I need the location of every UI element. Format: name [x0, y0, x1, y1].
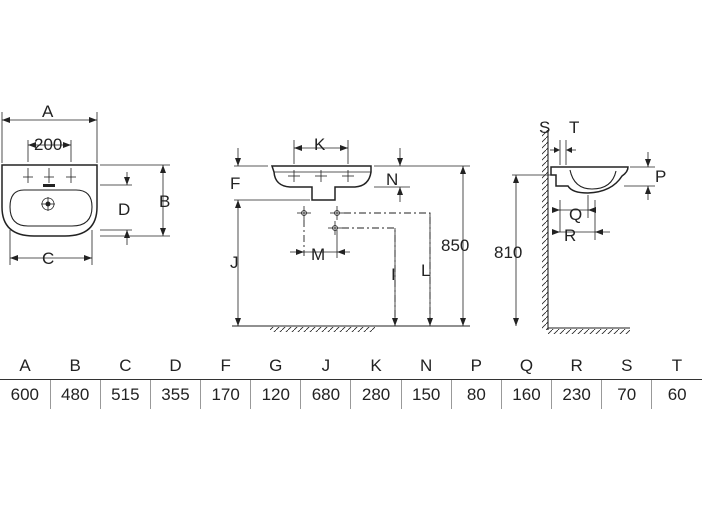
label-k: K [314, 135, 326, 154]
label-l: L [421, 261, 430, 280]
table-header-cell: J [300, 353, 351, 380]
front-view: K F J N [230, 135, 470, 332]
label-850: 850 [441, 236, 469, 255]
table-header-cell: C [100, 353, 151, 380]
label-p: P [655, 167, 666, 186]
label-q: Q [569, 205, 582, 224]
table-header-cell: R [551, 353, 602, 380]
table-header-cell: P [451, 353, 502, 380]
top-view: A 200 B D C [1, 102, 170, 268]
label-s: S [539, 118, 550, 137]
label-i: I [391, 265, 396, 284]
table-value-cell: 280 [350, 379, 402, 409]
table-value-cell: 150 [401, 379, 452, 409]
basin-front [270, 165, 372, 201]
label-t: T [569, 118, 579, 137]
label-d: D [118, 200, 130, 219]
table-value-cell: 230 [551, 379, 603, 409]
table-header-cell: D [150, 353, 201, 380]
table-value-cell: 80 [451, 379, 502, 409]
label-r: R [564, 226, 576, 245]
table-value-cell: 60 [667, 384, 687, 404]
table-header-cell: S [601, 353, 652, 380]
technical-drawing: A 200 B D C [1, 102, 666, 334]
bowl-outline [9, 189, 93, 227]
table-header-cell: G [250, 353, 301, 380]
table-header-cell: F [200, 353, 251, 380]
table-value-cell: 600 [0, 379, 51, 409]
label-c: C [42, 249, 54, 268]
label-200: 200 [34, 135, 62, 154]
table-value-cell: 680 [300, 379, 352, 409]
table-header-cell: A [0, 353, 51, 380]
table-value-cell: 170 [200, 379, 252, 409]
table-value-cell: 480 [50, 379, 101, 409]
table-value-cell: 355 [150, 379, 202, 409]
table-value-cell: 70 [601, 379, 653, 409]
pipe-markers [297, 206, 344, 235]
table-value-cell: 120 [250, 379, 302, 409]
table-value-cell: 160 [501, 379, 553, 409]
label-810: 810 [494, 243, 522, 262]
label-a: A [42, 102, 54, 121]
table-header-cell: N [401, 353, 452, 380]
table-header-cell: B [50, 353, 101, 380]
table-value-cell: 515 [100, 379, 151, 409]
side-view: S T P Q R 810 [494, 118, 666, 334]
label-b: B [159, 192, 170, 211]
table-header-cell: T [651, 353, 702, 380]
table-header-cell: K [350, 353, 402, 380]
label-f: F [230, 174, 240, 193]
label-j: J [230, 253, 239, 272]
label-n: N [386, 170, 398, 189]
table-header-cell: Q [501, 353, 552, 380]
tap-holes [23, 140, 76, 187]
label-m: M [311, 245, 325, 264]
